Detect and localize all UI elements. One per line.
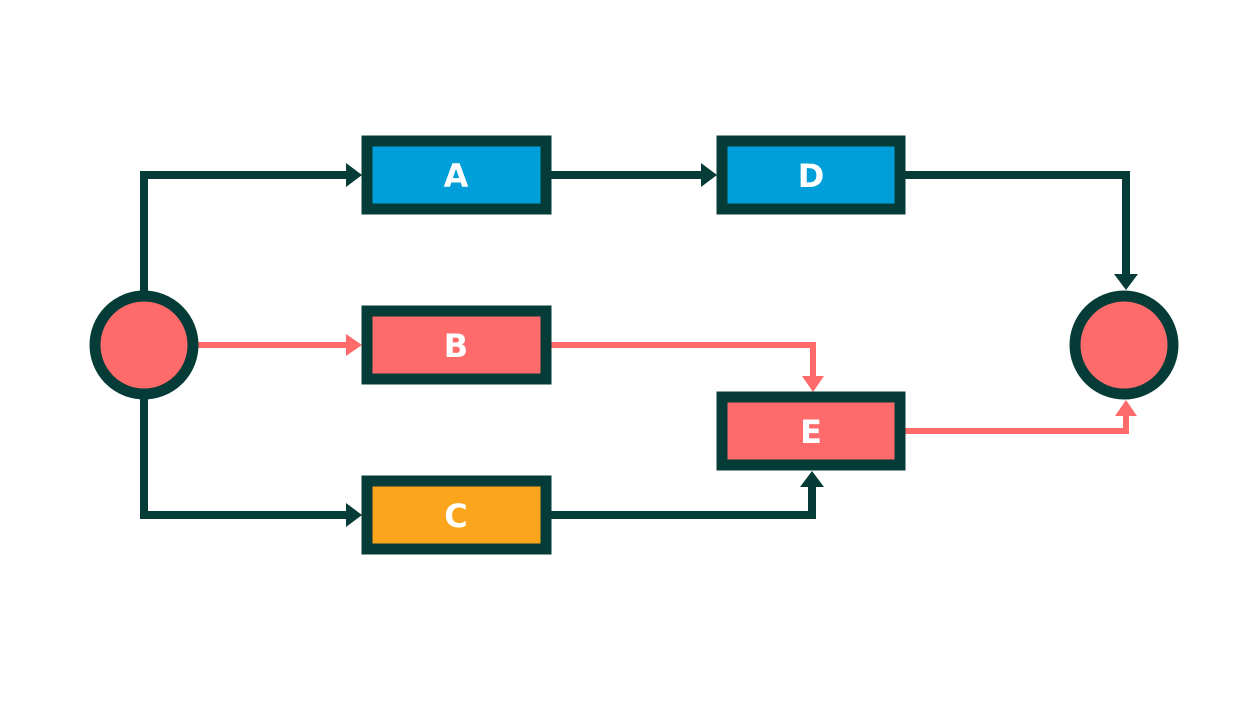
task-d-label: D bbox=[798, 157, 825, 195]
connectors bbox=[140, 163, 1138, 527]
edge-e-end bbox=[904, 414, 1129, 434]
arrowhead-c-e bbox=[800, 471, 824, 487]
end-node bbox=[1069, 290, 1179, 400]
task-c-label: C bbox=[444, 497, 467, 535]
start-circle bbox=[89, 290, 199, 400]
task-b-box bbox=[361, 305, 552, 385]
edge-d-end bbox=[904, 171, 1130, 275]
task-b-label: B bbox=[444, 327, 468, 365]
arrowhead-start-a bbox=[346, 163, 362, 187]
task-d: D bbox=[716, 135, 906, 215]
task-e: E bbox=[716, 391, 906, 471]
edge-start-a bbox=[140, 171, 348, 292]
task-b: B bbox=[361, 305, 552, 385]
arrowhead-d-end bbox=[1114, 274, 1138, 290]
edge-b-e bbox=[550, 342, 816, 378]
task-e-box bbox=[716, 391, 906, 471]
task-a-box bbox=[361, 135, 552, 215]
edge-start-c bbox=[140, 398, 348, 519]
arrowhead-a-d bbox=[701, 163, 717, 187]
arrowhead-start-b bbox=[346, 334, 362, 356]
arrowhead-b-e bbox=[802, 376, 824, 392]
task-a: A bbox=[361, 135, 552, 215]
start-node bbox=[89, 290, 199, 400]
task-d-box bbox=[716, 135, 906, 215]
edge-c-e bbox=[550, 485, 816, 519]
task-c: C bbox=[361, 475, 552, 555]
arrowhead-start-c bbox=[346, 503, 362, 527]
task-a-label: A bbox=[444, 157, 469, 195]
end-circle bbox=[1069, 290, 1179, 400]
task-c-box bbox=[361, 475, 552, 555]
arrowhead-e-end bbox=[1115, 400, 1137, 416]
task-e-label: E bbox=[800, 413, 822, 451]
